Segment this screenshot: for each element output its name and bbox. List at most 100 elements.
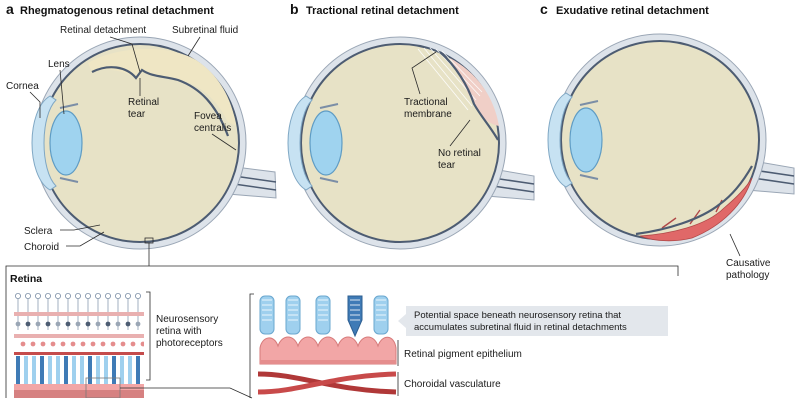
label-fovea-2: centralis (194, 123, 231, 134)
nucleus (70, 341, 76, 347)
bipolar-cell (85, 321, 91, 327)
panel-title-a: Rhegmatogenous retinal detachment (20, 5, 214, 17)
nucleus (120, 341, 126, 347)
photoreceptor (72, 356, 76, 384)
ganglion-cell (14, 292, 21, 299)
bipolar-cell (65, 321, 71, 327)
bipolar-cell (125, 321, 131, 327)
ganglion-cell (85, 292, 92, 299)
photoreceptor (120, 356, 124, 384)
photoreceptor (32, 356, 36, 384)
label-retinal-tear-1: Retinal (128, 97, 159, 108)
rpe-label: Retinal pigment epithelium (404, 349, 522, 360)
photoreceptor-detail (259, 295, 389, 338)
nucleus (40, 341, 46, 347)
cone-outer-segment (347, 295, 363, 338)
eye-b (287, 36, 535, 250)
label-causative-1: Causative (726, 258, 771, 269)
ganglion-cell (95, 292, 102, 299)
panel-header-c: c Exudative retinal detachment (540, 1, 709, 17)
nucleus (60, 341, 66, 347)
photoreceptor (96, 356, 100, 384)
labels-c: Causative pathology (726, 233, 771, 281)
label-no-tear-1: No retinal (438, 148, 481, 159)
eye-a (31, 36, 277, 250)
label-retinal-tear-2: tear (128, 109, 146, 120)
photoreceptor (56, 356, 60, 384)
ganglion-cell (134, 292, 141, 299)
photoreceptor (48, 356, 52, 384)
photoreceptor (104, 356, 108, 384)
ganglion-cell (65, 292, 72, 299)
nucleus (140, 341, 144, 347)
ganglion-cell (55, 292, 62, 299)
detached-retina-c (635, 165, 753, 236)
panel-header-a: a Rhegmatogenous retinal detachment (6, 1, 214, 17)
subretinal-fluid-a (88, 48, 236, 127)
label-causative-2: pathology (726, 270, 769, 281)
panel-letter-a: a (6, 1, 14, 17)
callout-line-2: accumulates subretinal fluid in retinal … (414, 322, 627, 333)
panel-header-b: b Tractional retinal detachment (290, 1, 459, 17)
retina-layers (14, 290, 144, 398)
nucleus (130, 341, 136, 347)
photoreceptor (136, 356, 140, 384)
ganglion-cell (24, 292, 31, 299)
choroidal-vessels (257, 371, 397, 395)
label-choroid: Choroid (24, 242, 59, 253)
bipolar-cell (55, 321, 61, 327)
bipolar-cell (105, 321, 111, 327)
vitreous-b (300, 43, 500, 243)
photoreceptor (64, 356, 68, 384)
nucleus (100, 341, 106, 347)
photoreceptor (112, 356, 116, 384)
callout-line-1: Potential space beneath neurosensory ret… (414, 310, 621, 321)
choroidal-label: Choroidal vasculature (404, 379, 501, 390)
panel-letter-b: b (290, 1, 299, 17)
nucleus (80, 341, 86, 347)
label-no-tear-2: tear (438, 160, 456, 171)
label-sclera: Sclera (24, 226, 53, 237)
photoreceptor (40, 356, 44, 384)
nucleus (110, 341, 116, 347)
subretinal-fluid-b (450, 58, 499, 126)
ganglion-cell (35, 292, 42, 299)
lens-a (49, 110, 83, 176)
ganglion-cell (125, 292, 132, 299)
photoreceptor (80, 356, 84, 384)
ganglion-cell (115, 292, 122, 299)
nucleus (20, 341, 26, 347)
retina-inset: Retina Neurosensory retina with photorec… (5, 265, 679, 399)
ganglion-cell (105, 292, 112, 299)
label-cornea: Cornea (6, 81, 39, 92)
bipolar-cell (75, 321, 81, 327)
bipolar-cell (25, 321, 31, 327)
photoreceptor (24, 356, 28, 384)
eye-c (547, 33, 795, 247)
panel-title-b: Tractional retinal detachment (306, 5, 459, 17)
photoreceptor (128, 356, 132, 384)
bipolar-cell (135, 321, 141, 327)
labels-b: Tractional membrane No retinal tear (404, 51, 481, 171)
callout-box (406, 306, 668, 336)
ganglion-cell (45, 292, 52, 299)
cornea-a (31, 95, 57, 191)
neurosensory-label-1: Neurosensory (156, 314, 218, 325)
neurosensory-label-3: photoreceptors (156, 338, 223, 349)
photoreceptor (16, 356, 20, 384)
label-retinal-detachment: Retinal detachment (60, 25, 146, 36)
bipolar-cell (95, 321, 101, 327)
bipolar-cell (15, 321, 21, 327)
labels-a: Retinal detachment Subretinal fluid Lens… (6, 25, 238, 266)
label-tractional-2: membrane (404, 109, 452, 120)
panel-letter-c: c (540, 1, 548, 17)
label-subretinal-fluid: Subretinal fluid (172, 25, 238, 36)
bipolar-cell (35, 321, 41, 327)
nucleus (30, 341, 36, 347)
label-lens: Lens (48, 59, 70, 70)
detached-retina-b (439, 51, 499, 141)
rpe-layer (259, 336, 397, 365)
retina-inset-title: Retina (10, 273, 42, 285)
label-fovea-1: Fovea (194, 111, 222, 122)
